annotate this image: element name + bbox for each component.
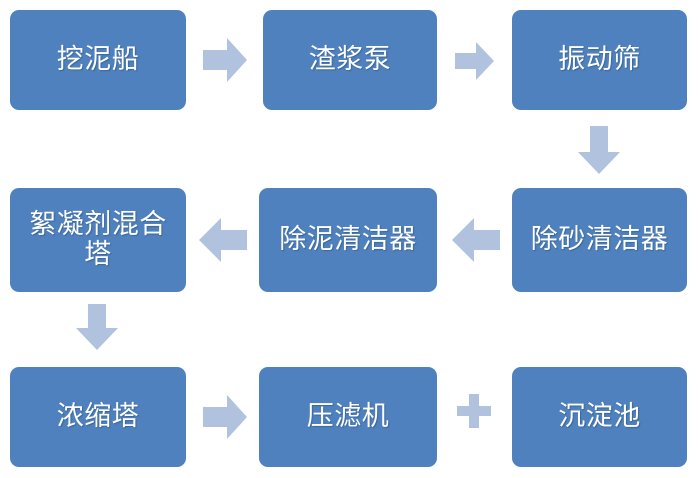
flow-node-label: 沉淀池	[558, 400, 641, 432]
arrow-right-icon-thickener-to-filter-press	[203, 393, 247, 441]
flow-node-label: 除砂清洁器	[530, 223, 669, 255]
flow-node-desilter[interactable]: 除泥清洁器	[259, 188, 437, 292]
flow-node-label: 挖泥船	[56, 43, 140, 75]
flow-node-slurry-pump[interactable]: 渣浆泵	[263, 10, 437, 110]
arrow-right-icon-dredger-to-pump	[203, 36, 247, 84]
flow-node-label: 絮凝剂混合塔	[29, 208, 167, 270]
flow-node-label: 渣浆泵	[308, 43, 392, 75]
flow-node-dredger[interactable]: 挖泥船	[10, 10, 186, 110]
arrow-right-icon-pump-to-screen	[455, 41, 494, 81]
arrow-down-icon-screen-to-desander	[577, 126, 621, 174]
arrow-left-icon-desilter-to-mixing-tower	[199, 216, 247, 264]
arrow-down-icon-mixing-tower-to-thickener	[75, 304, 119, 350]
flow-node-filter-press[interactable]: 压滤机	[259, 367, 437, 467]
flow-node-flocculant-mixing-tower[interactable]: 絮凝剂混合塔	[10, 188, 186, 292]
flow-node-label: 振动筛	[558, 43, 641, 75]
flow-node-vibrating-screen[interactable]: 振动筛	[512, 10, 687, 110]
flow-node-label: 除泥清洁器	[279, 223, 417, 255]
flow-node-desander[interactable]: 除砂清洁器	[512, 188, 687, 292]
flow-node-settling-pond[interactable]: 沉淀池	[512, 367, 687, 467]
plus-icon-filter-press-and-settling-pond	[457, 394, 491, 428]
arrow-left-icon-desander-to-desilter	[452, 216, 500, 264]
flow-node-label: 压滤机	[306, 400, 390, 432]
flow-node-thickener[interactable]: 浓缩塔	[10, 367, 186, 467]
flow-node-label: 浓缩塔	[56, 400, 140, 432]
